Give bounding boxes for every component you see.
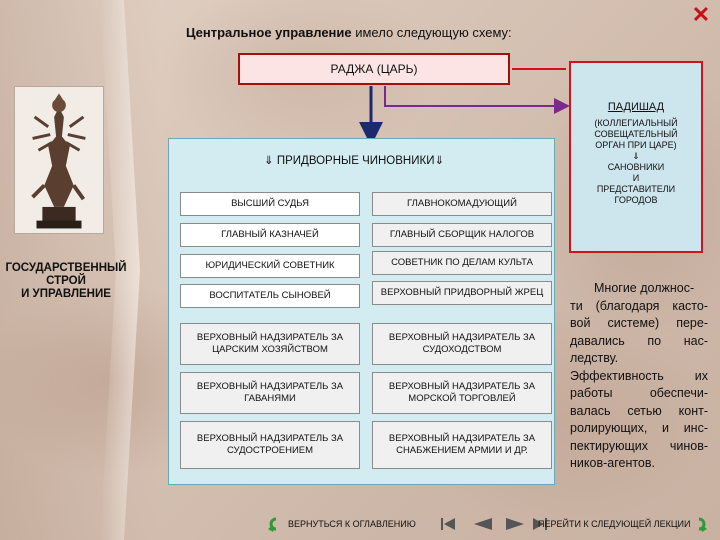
officials-title: ⇓ ПРИДВОРНЫЕ ЧИНОВНИКИ⇓: [264, 155, 445, 167]
raja-box: РАДЖА (ЦАРЬ): [238, 53, 510, 85]
slide-heading: Центральное управление имело следующую с…: [186, 25, 512, 40]
section-title: ГОСУДАРСТВЕННЫЙ СТРОЙ И УПРАВЛЕНИЕ: [5, 262, 127, 300]
official-cell: ВЕРХОВНЫЙ НАДЗИРАТЕЛЬ ЗА ЦАРСКИМ ХОЗЯЙСТ…: [180, 323, 360, 365]
statue-image: [14, 86, 104, 234]
padishad-box: ПАДИШАД (КОЛЛЕГИАЛЬНЫЙ СОВЕЩАТЕЛЬНЫЙ ОРГ…: [569, 61, 703, 253]
official-cell: ВЕРХОВНЫЙ НАДЗИРАТЕЛЬ ЗА МОРСКОЙ ТОРГОВЛ…: [372, 372, 552, 414]
previous-slide-icon[interactable]: [472, 516, 494, 532]
official-cell: ВЕРХОВНЫЙ ПРИДВОРНЫЙ ЖРЕЦ: [372, 281, 552, 305]
description-first-line: Многие должнос-: [594, 281, 695, 295]
description-text: Многие должнос- ти (благодаря касто-вой …: [570, 280, 708, 473]
return-arrow-icon: [268, 517, 277, 532]
padishad-text: (КОЛЛЕГИАЛЬНЫЙ СОВЕЩАТЕЛЬНЫЙ ОРГАН ПРИ Ц…: [594, 118, 678, 205]
official-cell: ВЕРХОВНЫЙ НАДЗИРАТЕЛЬ ЗА ГАВАНЯМИ: [180, 372, 360, 414]
last-slide-icon[interactable]: [532, 516, 548, 532]
next-lecture-label: ПЕРЕЙТИ К СЛЕДУЮЩЕЙ ЛЕКЦИИ: [538, 519, 691, 529]
official-cell: ВЕРХОВНЫЙ НАДЗИРАТЕЛЬ ЗА СУДОХОДСТВОМ: [372, 323, 552, 365]
official-cell: ГЛАВНЫЙ КАЗНАЧЕЙ: [180, 223, 360, 247]
heading-rest: имело следующую схему:: [351, 25, 512, 40]
description-body: ти (благодаря касто-вой системе) пере-да…: [570, 298, 708, 471]
official-cell: ГЛАВНОКОМАДУЮЩИЙ: [372, 192, 552, 216]
first-slide-icon[interactable]: [440, 516, 456, 532]
official-cell: ГЛАВНЫЙ СБОРЩИК НАЛОГОВ: [372, 223, 552, 247]
next-lecture-link[interactable]: ПЕРЕЙТИ К СЛЕДУЮЩЕЙ ЛЕКЦИИ: [538, 512, 713, 536]
official-cell: ЮРИДИЧЕСКИЙ СОВЕТНИК: [180, 254, 360, 278]
official-cell: ВЫСШИЙ СУДЬЯ: [180, 192, 360, 216]
official-cell: ВОСПИТАТЕЛЬ СЫНОВЕЙ: [180, 284, 360, 308]
slide-navigation: [440, 512, 548, 536]
back-to-contents-link[interactable]: ВЕРНУТЬСЯ К ОГЛАВЛЕНИЮ: [262, 512, 416, 536]
arrow-raja-to-padishad: [384, 86, 570, 114]
heading-bold: Центральное управление: [186, 25, 352, 40]
close-icon[interactable]: ✕: [691, 2, 711, 27]
next-slide-icon[interactable]: [504, 516, 526, 532]
official-cell: ВЕРХОВНЫЙ НАДЗИРАТЕЛЬ ЗА СУДОСТРОЕНИЕМ: [180, 421, 360, 469]
official-cell: СОВЕТНИК ПО ДЕЛАМ КУЛЬТА: [372, 251, 552, 275]
official-cell: ВЕРХОВНЫЙ НАДЗИРАТЕЛЬ ЗА СНАБЖЕНИЕМ АРМИ…: [372, 421, 552, 469]
back-to-contents-label: ВЕРНУТЬСЯ К ОГЛАВЛЕНИЮ: [288, 519, 416, 529]
padishad-title: ПАДИШАД: [607, 101, 665, 113]
forward-arrow-icon: [699, 517, 708, 532]
